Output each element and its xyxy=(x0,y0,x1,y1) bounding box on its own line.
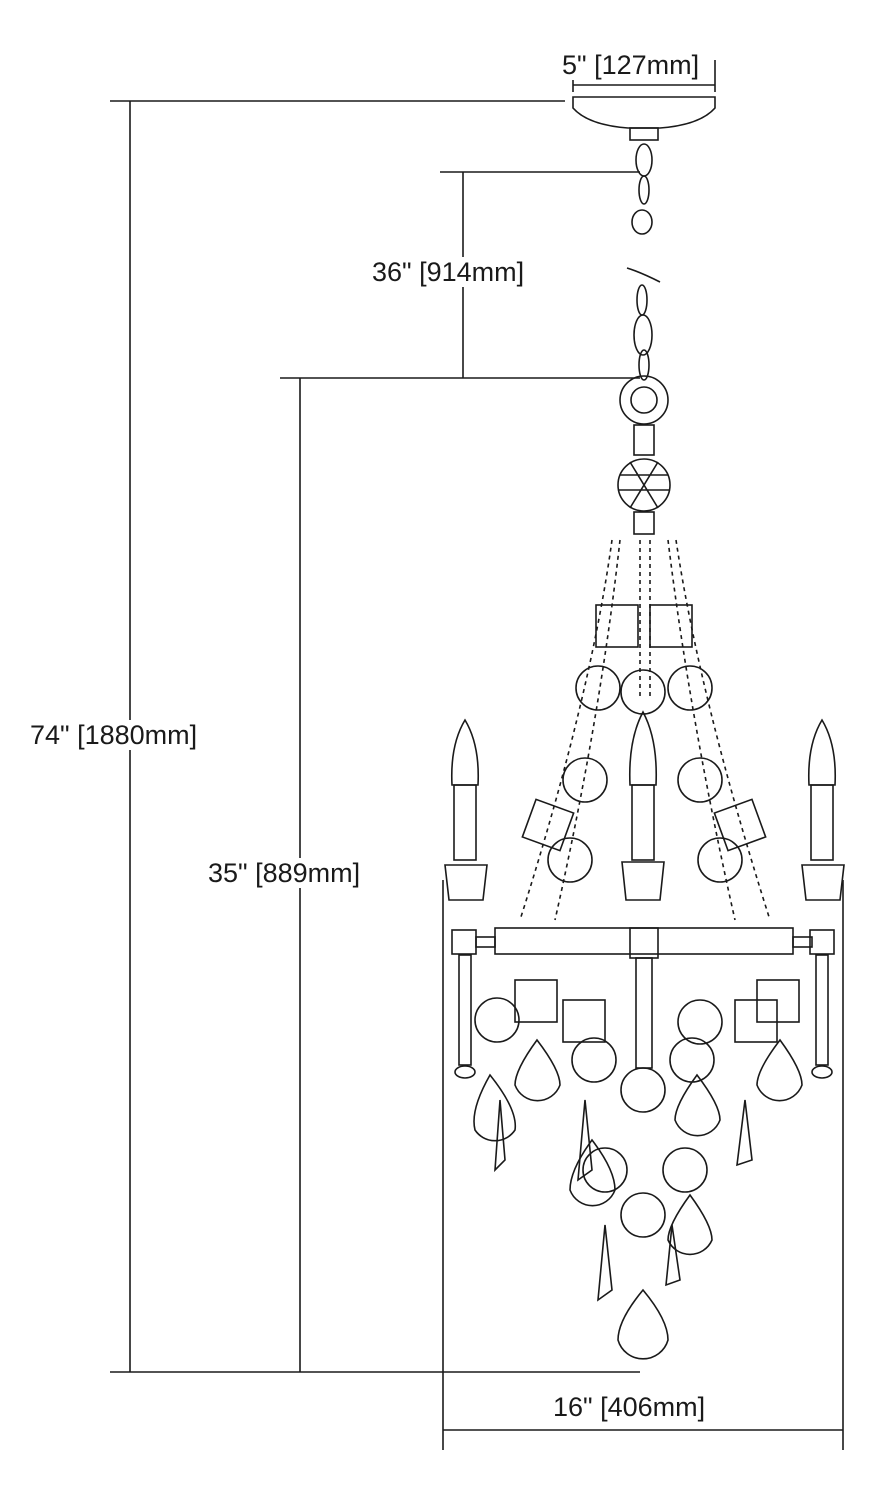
candle-right xyxy=(801,718,845,1079)
top-ring-and-ball xyxy=(617,375,671,535)
candle-left xyxy=(444,718,488,1079)
fixture-height-label: 35" [889mm] xyxy=(208,858,361,888)
overall-height-label: 74" [1880mm] xyxy=(30,720,198,750)
crystal-ornaments-upper xyxy=(521,604,767,883)
chain xyxy=(626,143,661,381)
canopy xyxy=(572,96,716,141)
bead-strands xyxy=(519,539,771,921)
fixture-width-label: 16" [406mm] xyxy=(553,1392,706,1422)
crystal-ornaments-lower xyxy=(473,979,803,1360)
candle-center xyxy=(621,710,665,901)
canopy-width-label: 5" [127mm] xyxy=(562,50,700,80)
chain-length-label: 36" [914mm] xyxy=(372,257,525,287)
dimension-lines xyxy=(110,60,844,1450)
frame-ring xyxy=(475,927,813,1069)
